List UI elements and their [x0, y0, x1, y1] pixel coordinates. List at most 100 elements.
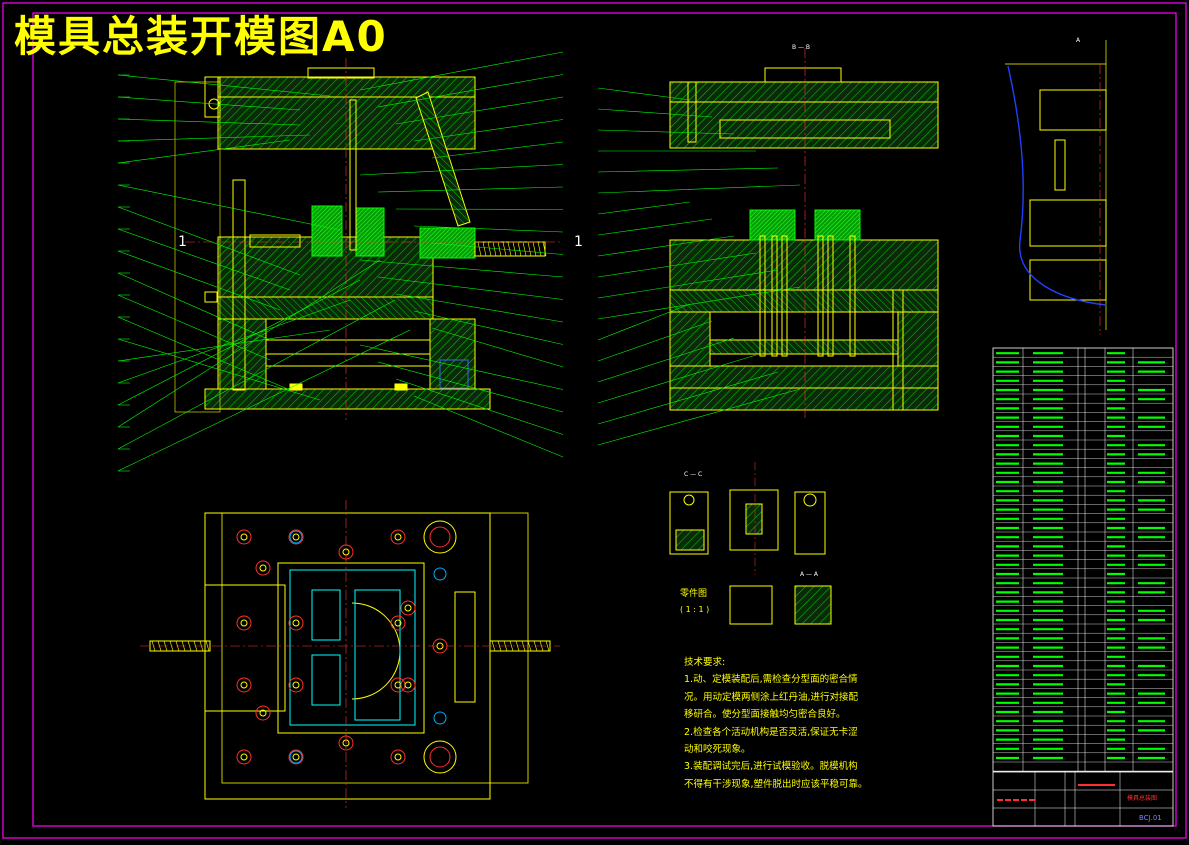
- pin-hole: [433, 711, 447, 725]
- leader-line: [413, 119, 564, 142]
- view-cc-label: C — C: [684, 471, 702, 478]
- spring-coil: [515, 640, 520, 652]
- spring-coil: [527, 640, 532, 652]
- spring-coil: [507, 241, 512, 257]
- leader-line: [597, 167, 779, 173]
- leader-line: [395, 293, 564, 323]
- tech-line-1: 1.动、定模装配后,需检查分型面的密合情: [684, 674, 858, 686]
- tech-line-4: 2.检查各个活动机构是否灵活,保证无卡涩: [684, 726, 858, 738]
- slider-housing-right: [454, 591, 476, 703]
- leader-line: [597, 371, 779, 425]
- pin-hole: [289, 750, 303, 764]
- bolt-hole: [236, 615, 252, 631]
- pin-hole: [433, 567, 447, 581]
- leader-line: [117, 139, 291, 164]
- drawing-number: BCJ.01: [1139, 814, 1162, 822]
- leader-line: [597, 252, 757, 278]
- slider-right: [419, 227, 476, 259]
- leader-line: [117, 316, 291, 391]
- bolt-hole: [236, 529, 252, 545]
- sprue-channel: [349, 99, 357, 251]
- spring-coil: [532, 241, 537, 257]
- lifter-block-left: [749, 209, 796, 241]
- bolt-hole-inner: [404, 681, 412, 689]
- tech-line-5: 动和咬死现象。: [684, 744, 751, 756]
- leader-line: [431, 141, 564, 159]
- bolt-hole-inner: [292, 533, 300, 541]
- leader-line: [359, 164, 564, 176]
- main-section-view: [174, 58, 560, 420]
- leader-line: [597, 303, 691, 341]
- lifter-rod: [781, 235, 788, 357]
- spring-coil: [482, 241, 487, 257]
- part-view-aa: [794, 491, 826, 555]
- leader-line: [359, 51, 564, 91]
- bolt-hole: [236, 749, 252, 765]
- angle-pin: [415, 91, 471, 227]
- view-a-label: A: [1076, 37, 1081, 44]
- break-curve: [1007, 65, 1107, 306]
- spring-coil: [522, 241, 527, 257]
- leader-line: [117, 206, 301, 276]
- ejector-retainer-plate: [265, 339, 431, 355]
- bolt-hole: [255, 705, 271, 721]
- inner-border: [32, 12, 1177, 827]
- part-small-1: [729, 585, 773, 625]
- lifter-rod: [771, 235, 778, 357]
- view-frame-left: [174, 81, 221, 413]
- leader-line: [597, 87, 691, 101]
- bolt-hole-inner: [292, 619, 300, 627]
- detail-view: [1005, 40, 1107, 335]
- detail-plate: [1039, 89, 1107, 131]
- leader-line: [597, 286, 801, 320]
- leader-line: [413, 395, 564, 458]
- bottom-clamp-plate: [669, 387, 939, 411]
- leader-line: [597, 129, 735, 135]
- title-block-outline: [992, 771, 1174, 827]
- bolt-hole-inner: [259, 564, 267, 572]
- guide-bushing-inner: [429, 746, 451, 768]
- ejector-plate: [669, 365, 939, 389]
- bolt-hole-inner: [394, 533, 402, 541]
- spring-coil: [477, 241, 482, 257]
- part-view-cc: [669, 491, 709, 555]
- guide-bushing: [423, 740, 457, 774]
- bolt-hole: [390, 749, 406, 765]
- spring-coil: [533, 640, 538, 652]
- bolt-hole: [390, 615, 406, 631]
- spring-coil: [512, 241, 517, 257]
- leader-line: [597, 184, 801, 194]
- bolt-hole-inner: [292, 753, 300, 761]
- ejector-retainer-plate: [709, 339, 899, 355]
- part-scale-label: ( 1 : 1 ): [680, 605, 709, 614]
- leader-line: [431, 242, 564, 255]
- drawing-title: 模具总装开模图A0: [14, 12, 388, 61]
- guide-bushing: [423, 520, 457, 554]
- leader-line: [597, 201, 691, 215]
- spring-coil: [542, 241, 547, 257]
- leader-line: [597, 388, 801, 446]
- leader-line: [395, 378, 564, 435]
- part-hole: [683, 494, 695, 506]
- ejector-pin-boss: [439, 359, 469, 389]
- bottom-clamp-plate: [204, 388, 491, 410]
- leader-line: [395, 96, 564, 125]
- spring-coil: [502, 241, 507, 257]
- wedge-block: [249, 234, 301, 248]
- bolt-hole-inner: [404, 604, 412, 612]
- leader-line: [413, 310, 564, 345]
- spring-coil: [517, 241, 522, 257]
- leader-line: [117, 118, 301, 126]
- section-bb-label: B — B: [792, 44, 810, 51]
- core-plate: [669, 239, 939, 291]
- spring-coil: [491, 640, 496, 652]
- bolt-hole-inner: [240, 619, 248, 627]
- leader-line: [395, 208, 564, 210]
- cavity-left: [311, 589, 341, 641]
- tech-line-3: 移研合。使分型面接触均匀密合良好。: [684, 709, 846, 721]
- bolt-hole: [255, 560, 271, 576]
- leader-line: [597, 235, 735, 257]
- lifter-block-right: [814, 209, 861, 241]
- section-view-bb: [669, 48, 939, 420]
